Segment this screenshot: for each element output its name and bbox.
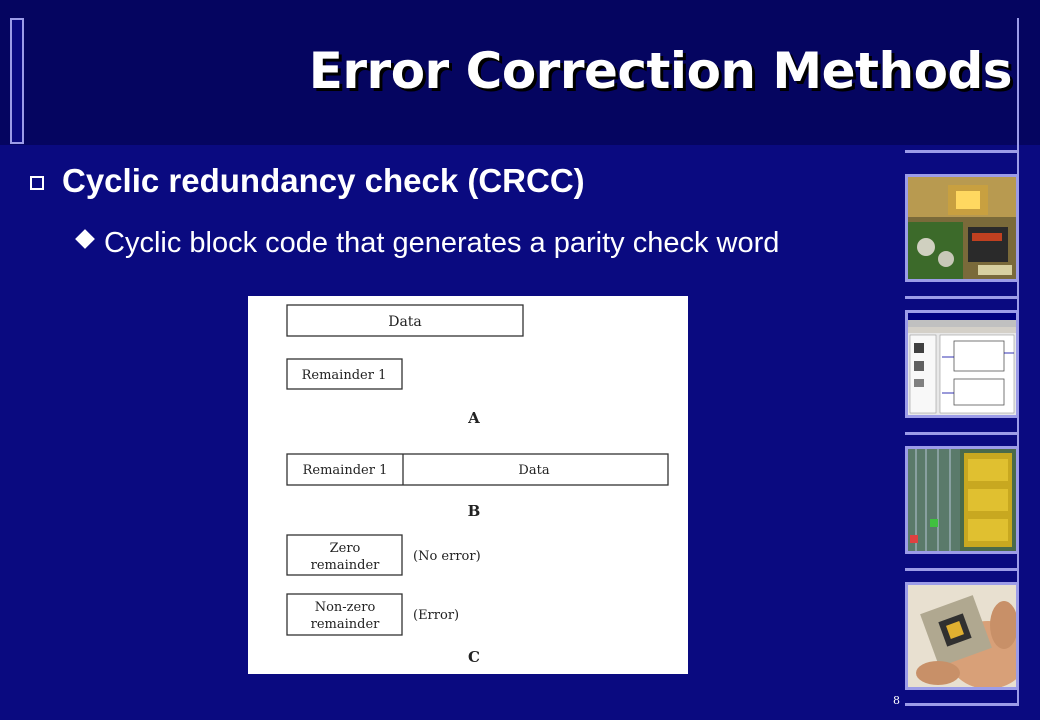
rail-separator — [905, 432, 1019, 435]
data-label-b: Data — [518, 463, 549, 478]
data-box-a — [286, 304, 524, 337]
caption-a: A — [467, 409, 480, 427]
combined-box-b — [286, 453, 669, 486]
caption-c: C — [468, 648, 480, 666]
zero-line-2: remainder — [311, 558, 381, 573]
software-window-screenshot-icon — [905, 310, 1019, 418]
rail-separator — [905, 568, 1019, 571]
right-frame-decoration — [1017, 18, 1019, 150]
rail-separator — [905, 296, 1019, 299]
data-label-a: Data — [388, 314, 422, 330]
rail-separator — [905, 150, 1019, 153]
slide-title: Error Correction Methods — [308, 42, 1013, 100]
left-frame-decoration — [10, 18, 24, 144]
page-number: 8 — [893, 694, 900, 707]
circuit-board-photo-icon — [905, 174, 1019, 282]
nonzero-remainder-box — [286, 593, 403, 636]
zero-remainder-box — [286, 534, 403, 576]
bullet-1-text: Cyclic redundancy check (CRCC) — [62, 162, 585, 199]
no-error-status: (No error) — [413, 549, 481, 564]
rail-vertical — [1017, 150, 1019, 706]
bullet-level-1: Cyclic redundancy check (CRCC) — [30, 162, 585, 200]
error-status: (Error) — [413, 608, 459, 623]
remainder-label-b: Remainder 1 — [303, 463, 388, 478]
remainder-box-a — [286, 358, 403, 390]
crc-diagram-svg: Data Remainder 1 A Remainder 1 Data B Ze… — [286, 304, 669, 666]
crc-diagram: Data Remainder 1 A Remainder 1 Data B Ze… — [248, 296, 688, 674]
chip-die-photo-icon — [905, 446, 1019, 554]
square-bullet-icon — [30, 176, 44, 190]
nonzero-line-1: Non-zero — [315, 600, 376, 615]
bullet-2-text: Cyclic block code that generates a parit… — [104, 227, 780, 259]
diamond-bullet-icon — [75, 229, 95, 249]
zero-line-1: Zero — [330, 541, 361, 556]
bullet-level-2: Cyclic block code that generates a parit… — [75, 222, 888, 265]
processor-in-hand-photo-icon — [905, 582, 1019, 690]
caption-b: B — [468, 502, 481, 520]
title-band — [0, 0, 1040, 145]
remainder-label-a: Remainder 1 — [302, 368, 387, 383]
rail-bottom — [905, 703, 1019, 706]
nonzero-line-2: remainder — [311, 617, 381, 632]
